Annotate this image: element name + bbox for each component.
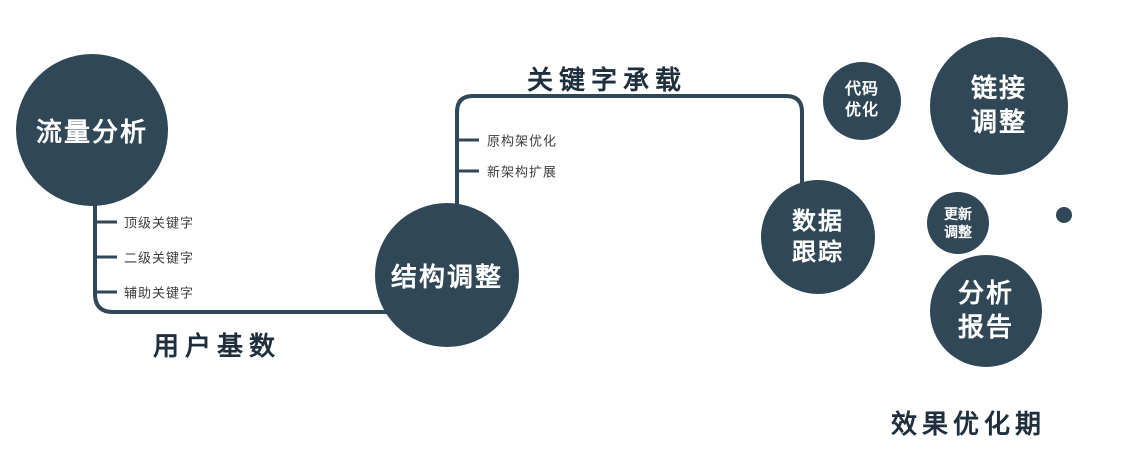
node-analysis-report-line1: 分析: [957, 278, 1014, 309]
node-analysis-report-label: 分析 报告: [958, 277, 1014, 345]
node-structure-adjustment-label: 结构调整: [390, 261, 503, 292]
node-code-optimization-line2: 优化: [844, 102, 879, 119]
edge-traffic-to-structure: [93, 198, 394, 314]
node-analysis-report: 分析 报告: [930, 255, 1042, 367]
node-code-optimization-line1: 代码: [844, 81, 879, 99]
node-traffic-analysis-label: 流量分析: [35, 116, 148, 147]
node-update-adjustment: 更新 调整: [927, 192, 989, 254]
node-link-adjustment-label: 链接 调整: [971, 72, 1027, 140]
node-update-adjustment-line1: 更新: [944, 205, 972, 222]
tick-label-second-keyword: 二级关键字: [124, 250, 195, 266]
tick-label-new-architecture: 新架构扩展: [487, 164, 558, 180]
node-link-adjustment-line1: 链接: [970, 73, 1027, 104]
node-link-adjustment-line2: 调整: [970, 107, 1027, 137]
edge-structure-to-data-tracking: [455, 94, 804, 208]
node-update-adjustment-label: 更新 调整: [944, 205, 972, 241]
node-data-tracking: 数据 跟踪: [761, 180, 875, 294]
node-structure-adjustment: 结构调整: [375, 203, 519, 347]
node-code-optimization: 代码 优化: [823, 62, 901, 140]
edge-label-keyword-carrying: 关键字承载: [527, 65, 688, 95]
node-data-tracking-label: 数据 跟踪: [792, 206, 844, 268]
node-traffic-analysis: 流量分析: [16, 54, 168, 206]
node-data-tracking-line1: 数据: [792, 207, 844, 235]
node-link-adjustment: 链接 调整: [930, 37, 1068, 175]
node-data-tracking-line2: 跟踪: [792, 239, 844, 266]
tick-label-original-architecture: 原构架优化: [487, 133, 558, 149]
node-code-optimization-label: 代码 优化: [845, 80, 879, 122]
phase-caption: 效果优化期: [891, 409, 1047, 439]
tick-label-top-keyword: 顶级关键字: [124, 215, 195, 231]
tick-label-aux-keyword: 辅助关键字: [124, 285, 195, 301]
node-update-adjustment-line2: 调整: [944, 224, 972, 240]
node-analysis-report-line2: 报告: [957, 312, 1014, 342]
edge-label-user-base: 用户基数: [153, 331, 282, 361]
dot-node: [1056, 207, 1072, 223]
